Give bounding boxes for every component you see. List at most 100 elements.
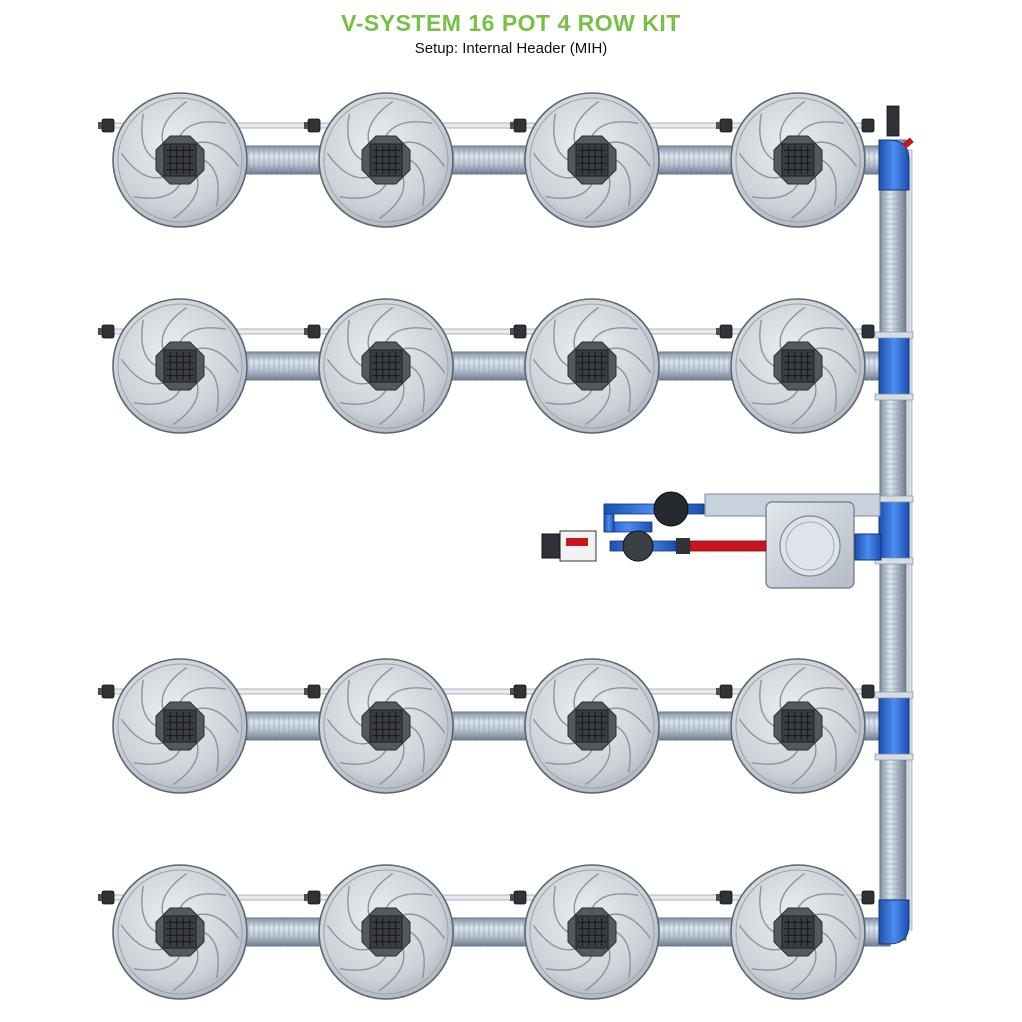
fitting-nub — [98, 328, 102, 335]
fitting-nub — [304, 122, 308, 129]
pot-vane — [759, 679, 775, 727]
pot-inner-rim — [529, 663, 655, 789]
tube-fitting — [513, 324, 527, 339]
pot-vane — [409, 159, 425, 207]
pot-vane — [326, 358, 370, 385]
pot-vane — [545, 749, 593, 765]
pot-vane — [532, 358, 576, 385]
fitting-nub — [98, 688, 102, 695]
pot-net-basket — [369, 349, 403, 383]
pot-vane — [779, 666, 806, 710]
pot-vane — [367, 100, 394, 144]
pot-vane — [814, 141, 858, 168]
pot-vane — [553, 319, 569, 367]
pot-net-basket — [781, 709, 815, 743]
pot-vane — [203, 365, 219, 413]
pot-vane — [591, 121, 639, 137]
fitting-nub — [510, 122, 514, 129]
pot-vane — [821, 725, 837, 773]
pots-layer — [112, 92, 866, 1000]
pot-vane — [196, 707, 240, 734]
pot-vane — [172, 382, 199, 426]
pot-vane — [797, 687, 845, 703]
pot-vane — [385, 893, 433, 909]
red-valve — [902, 137, 914, 149]
pot-vane — [821, 931, 837, 979]
blue-tee-fitting — [878, 499, 910, 561]
pot — [524, 298, 660, 434]
fitting-nub — [716, 122, 720, 129]
pot — [524, 864, 660, 1000]
pot-vane — [402, 707, 446, 734]
pot-vane — [402, 347, 446, 374]
feed-line-red — [689, 540, 767, 552]
pot-vane — [347, 885, 363, 933]
page-title: V-SYSTEM 16 POT 4 ROW KIT — [341, 10, 681, 36]
pot-vane — [751, 749, 799, 765]
clamp — [874, 393, 914, 401]
pot-vane — [545, 183, 593, 199]
pot-inner-rim — [735, 663, 861, 789]
tube-fitting — [719, 324, 733, 339]
tube-fitting — [861, 118, 875, 133]
pot-vane — [797, 121, 845, 137]
pot-net-basket — [575, 915, 609, 949]
pot-vane — [347, 319, 363, 367]
clamp — [874, 557, 914, 565]
pot-vane — [584, 742, 611, 786]
pot-inner-rim — [735, 303, 861, 429]
pot-vane — [738, 358, 782, 385]
tube-fitting — [861, 890, 875, 905]
pot-vane — [573, 306, 600, 350]
pot-vane — [161, 666, 188, 710]
pot-vane — [573, 666, 600, 710]
pot-vane — [591, 687, 639, 703]
pot-vane — [608, 913, 652, 940]
pot-vane — [367, 306, 394, 350]
pot-vane — [133, 183, 181, 199]
pot-vane — [759, 885, 775, 933]
pot-vane — [179, 893, 227, 909]
tube-fitting — [307, 118, 321, 133]
pot-vane — [608, 141, 652, 168]
pot-vane — [814, 913, 858, 940]
tube-fitting — [307, 890, 321, 905]
pot-vane — [172, 742, 199, 786]
pot-vane — [172, 176, 199, 220]
reservoir-lid-ring — [785, 521, 835, 571]
pot-net-basket — [163, 143, 197, 177]
pot-vane — [553, 113, 569, 161]
pot-vane — [751, 955, 799, 971]
pot-net-basket — [369, 915, 403, 949]
pot-net-basket — [781, 349, 815, 383]
fitting-nub — [304, 688, 308, 695]
pot — [112, 92, 248, 228]
pot-vane — [172, 948, 199, 992]
pot-vane — [790, 382, 817, 426]
pot-vane — [347, 113, 363, 161]
pot-vane — [196, 913, 240, 940]
pot-vane — [615, 159, 631, 207]
pot-vane — [141, 885, 157, 933]
pot — [318, 658, 454, 794]
pot-vane — [339, 749, 387, 765]
pot-inner-rim — [529, 303, 655, 429]
pot-inner-rim — [529, 869, 655, 995]
pot-vane — [738, 924, 782, 951]
pot-inner-rim — [323, 663, 449, 789]
tube-fitting — [513, 118, 527, 133]
pot — [112, 658, 248, 794]
pot — [318, 298, 454, 434]
tube-fitting — [513, 684, 527, 699]
blue-elbow-bottom — [878, 899, 910, 945]
pot-net-basket — [781, 143, 815, 177]
tube-fitting — [861, 324, 875, 339]
tube-fitting — [719, 684, 733, 699]
tube-fitting — [513, 890, 527, 905]
pot-vane — [367, 872, 394, 916]
clamp — [874, 331, 914, 339]
pot-vane — [797, 327, 845, 343]
fitting-nub — [98, 122, 102, 129]
pot-net-basket — [781, 915, 815, 949]
pot-vane — [759, 113, 775, 161]
